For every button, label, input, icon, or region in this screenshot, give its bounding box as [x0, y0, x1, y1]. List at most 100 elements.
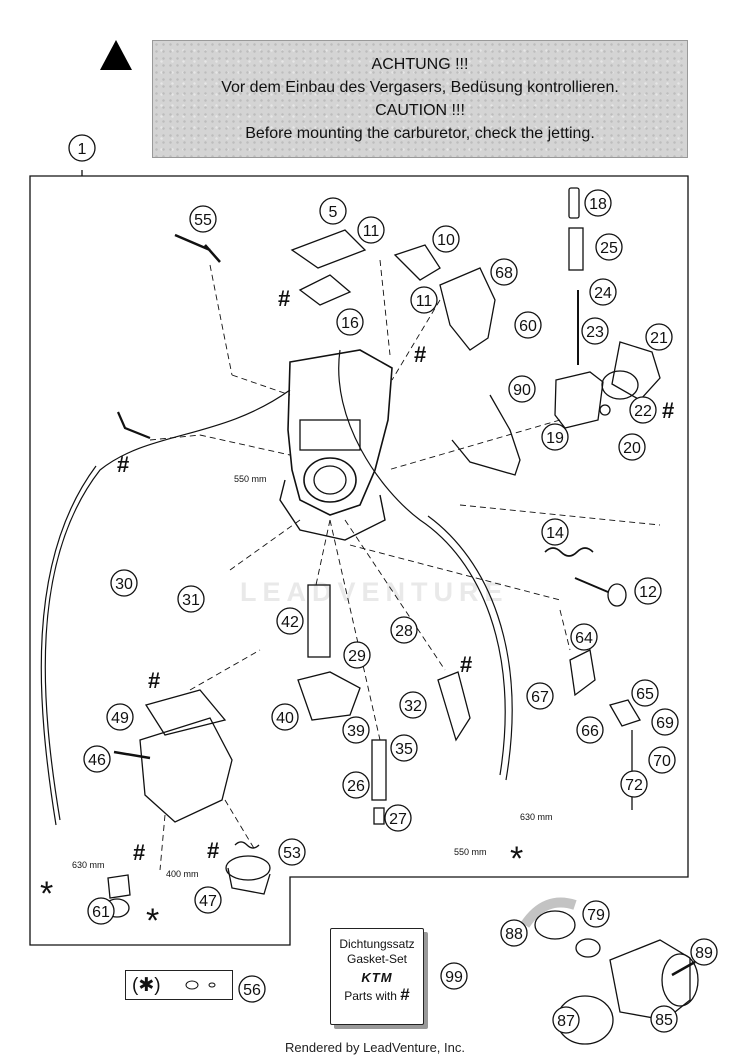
callout-number: 39 — [347, 723, 365, 740]
callout-circle — [618, 433, 646, 461]
callout-circle — [589, 278, 617, 306]
callout-number: 68 — [495, 265, 513, 282]
callout-circle — [650, 1005, 678, 1033]
callout-number: 12 — [639, 584, 657, 601]
callout-number: 20 — [623, 440, 641, 457]
callout-circle — [432, 225, 460, 253]
callout-number: 24 — [594, 285, 612, 302]
callout-circle — [342, 771, 370, 799]
banner-line-4: Before mounting the carburetor, check th… — [245, 125, 595, 142]
callout-circle — [634, 577, 662, 605]
carburetor-body — [287, 349, 393, 516]
dimension-label: 400 mm — [166, 869, 199, 879]
intake-flange — [609, 939, 691, 1021]
callout-circle — [541, 423, 569, 451]
callout-number: 19 — [546, 430, 564, 447]
assembly-outline — [29, 170, 689, 946]
gasket-mark: # — [278, 286, 290, 311]
callout-number: 14 — [546, 525, 564, 542]
callout-circle — [194, 886, 222, 914]
callout-number: 40 — [276, 710, 294, 727]
dimension-label: 550 mm — [454, 847, 487, 857]
star-mark: * — [40, 875, 53, 913]
callout-circle — [631, 679, 659, 707]
callout-number: 27 — [389, 811, 407, 828]
callout-number: 56 — [243, 982, 261, 999]
callout-number: 22 — [634, 403, 652, 420]
gasket-set-box: Dichtungssatz Gasket-Set KTM Parts with … — [330, 928, 424, 1025]
callout-number: 70 — [653, 753, 671, 770]
callout-circle — [276, 607, 304, 635]
kit-line-3: Parts with — [344, 989, 397, 1003]
callout-circle — [177, 585, 205, 613]
callout-number: 46 — [88, 752, 106, 769]
ktm-logo: KTM — [361, 970, 393, 985]
callout-circle — [357, 216, 385, 244]
gasket-mark: # — [460, 652, 472, 677]
callout-circle — [576, 716, 604, 744]
callout-number: 53 — [283, 845, 301, 862]
kit-line-2: Gasket-Set — [346, 952, 408, 966]
callout-number: 30 — [115, 576, 133, 593]
callout-circle — [514, 311, 542, 339]
callout-number: 29 — [348, 648, 366, 665]
banner-line-3: CAUTION !!! — [375, 102, 465, 119]
callout-number: 31 — [182, 592, 200, 609]
callout-number: 66 — [581, 723, 599, 740]
gasket-mark: # — [133, 840, 145, 865]
callout-number: 35 — [395, 741, 413, 758]
kit-56-legend: (✱) — [125, 970, 233, 1000]
callout-circle — [238, 975, 266, 1003]
callout-circle — [384, 804, 412, 832]
callout-number: 5 — [329, 204, 338, 221]
float-bowl — [139, 717, 233, 823]
callout-circle — [526, 682, 554, 710]
footer-credit: Rendered by LeadVenture, Inc. — [285, 1040, 465, 1055]
watermark: LEADVENTURE — [240, 577, 509, 607]
callout-circle — [68, 134, 96, 162]
callout-circle — [690, 938, 718, 966]
callout-circle — [110, 569, 138, 597]
callout-number: 25 — [600, 240, 618, 257]
callout-number: 16 — [341, 315, 359, 332]
star-mark: * — [146, 902, 159, 940]
callout-circle — [582, 900, 610, 928]
callout-circle — [87, 897, 115, 925]
callout-number: 87 — [557, 1013, 575, 1030]
banner-line-2: Vor dem Einbau des Vergasers, Bedüsung k… — [221, 79, 619, 96]
callout-number: 23 — [586, 324, 604, 341]
callout-circle — [541, 518, 569, 546]
callout-number: 99 — [445, 969, 463, 986]
kit-line-1: Dichtungssatz — [339, 937, 415, 951]
callout-circle — [508, 375, 536, 403]
kit-parts-with: Parts with # — [331, 986, 423, 1004]
callout-circle — [319, 197, 347, 225]
callout-number: 90 — [513, 382, 531, 399]
callout-number: 55 — [194, 212, 212, 229]
callout-number: 11 — [363, 223, 380, 240]
callout-circle — [620, 770, 648, 798]
callout-number: 65 — [636, 686, 654, 703]
callout-circle — [399, 691, 427, 719]
callout-number: 69 — [656, 715, 674, 732]
callout-circle — [595, 233, 623, 261]
sensor-68 — [439, 267, 496, 351]
callout-circle — [584, 189, 612, 217]
callout-number: 79 — [587, 907, 605, 924]
dimension-label: 550 mm — [234, 474, 267, 484]
callout-circle — [629, 396, 657, 424]
callout-circle — [648, 746, 676, 774]
callout-circle — [342, 716, 370, 744]
accel-pump-body — [554, 371, 604, 429]
banner-line-1: ACHTUNG !!! — [371, 56, 469, 73]
callout-circle — [651, 708, 679, 736]
callout-circle — [645, 323, 673, 351]
caution-banner: ACHTUNG !!! Vor dem Einbau des Vergasers… — [152, 40, 688, 158]
callout-number: 49 — [111, 710, 129, 727]
callout-circle — [343, 641, 371, 669]
callout-number: 47 — [199, 893, 217, 910]
callout-number: 67 — [531, 689, 549, 706]
callout-number: 21 — [650, 330, 668, 347]
